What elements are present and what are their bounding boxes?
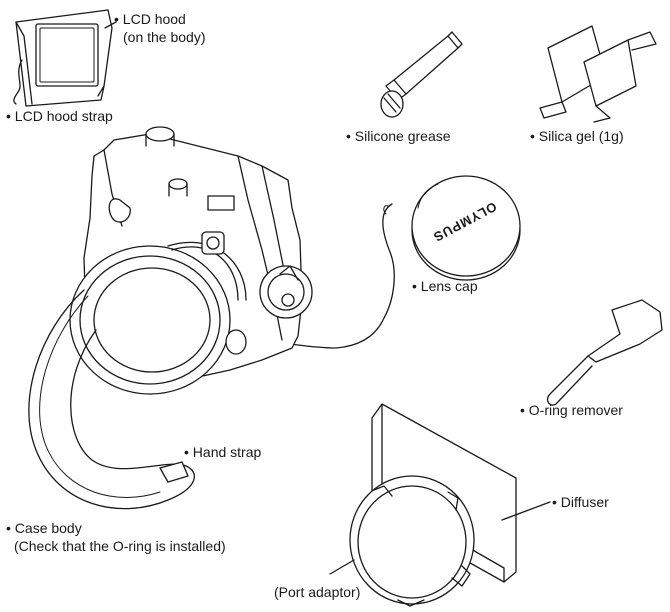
lens-cap-drawing [411, 175, 521, 281]
silicone-grease-label: • Silicone grease [346, 128, 451, 144]
diffuser-leader [501, 501, 551, 521]
lcd-hood-leader [104, 21, 117, 29]
o-ring-remover-drawing [546, 299, 663, 406]
diffuser-label: • Diffuser [552, 494, 609, 510]
silica-gel-drawing [539, 25, 657, 123]
case-body-label: • Case body [6, 520, 82, 536]
case-body-drawing [69, 126, 313, 395]
lens-cap-label: • Lens cap [412, 278, 478, 294]
hand-strap-label: • Hand strap [184, 444, 262, 460]
lcd-hood-drawing [15, 9, 113, 107]
lcd-hood-strap-drawing [13, 59, 23, 105]
lcd-hood-sublabel: (on the body) [123, 29, 206, 45]
port-adaptor-drawing [349, 475, 475, 607]
lcd-hood-label: • LCD hood [114, 11, 186, 27]
o-ring-remover-label: • O-ring remover [520, 402, 623, 418]
port-adaptor-leader [329, 559, 355, 575]
port-adaptor-label: (Port adaptor) [274, 584, 361, 600]
silica-gel-label: • Silica gel (1g) [530, 128, 624, 144]
hand-strap-drawing [28, 289, 196, 510]
case-body-sublabel: (Check that the O-ring is installed) [14, 538, 226, 554]
lcd-hood-strap-label: • LCD hood strap [6, 108, 113, 124]
silicone-grease-drawing [380, 31, 463, 118]
lens-cap-cord [289, 203, 395, 349]
